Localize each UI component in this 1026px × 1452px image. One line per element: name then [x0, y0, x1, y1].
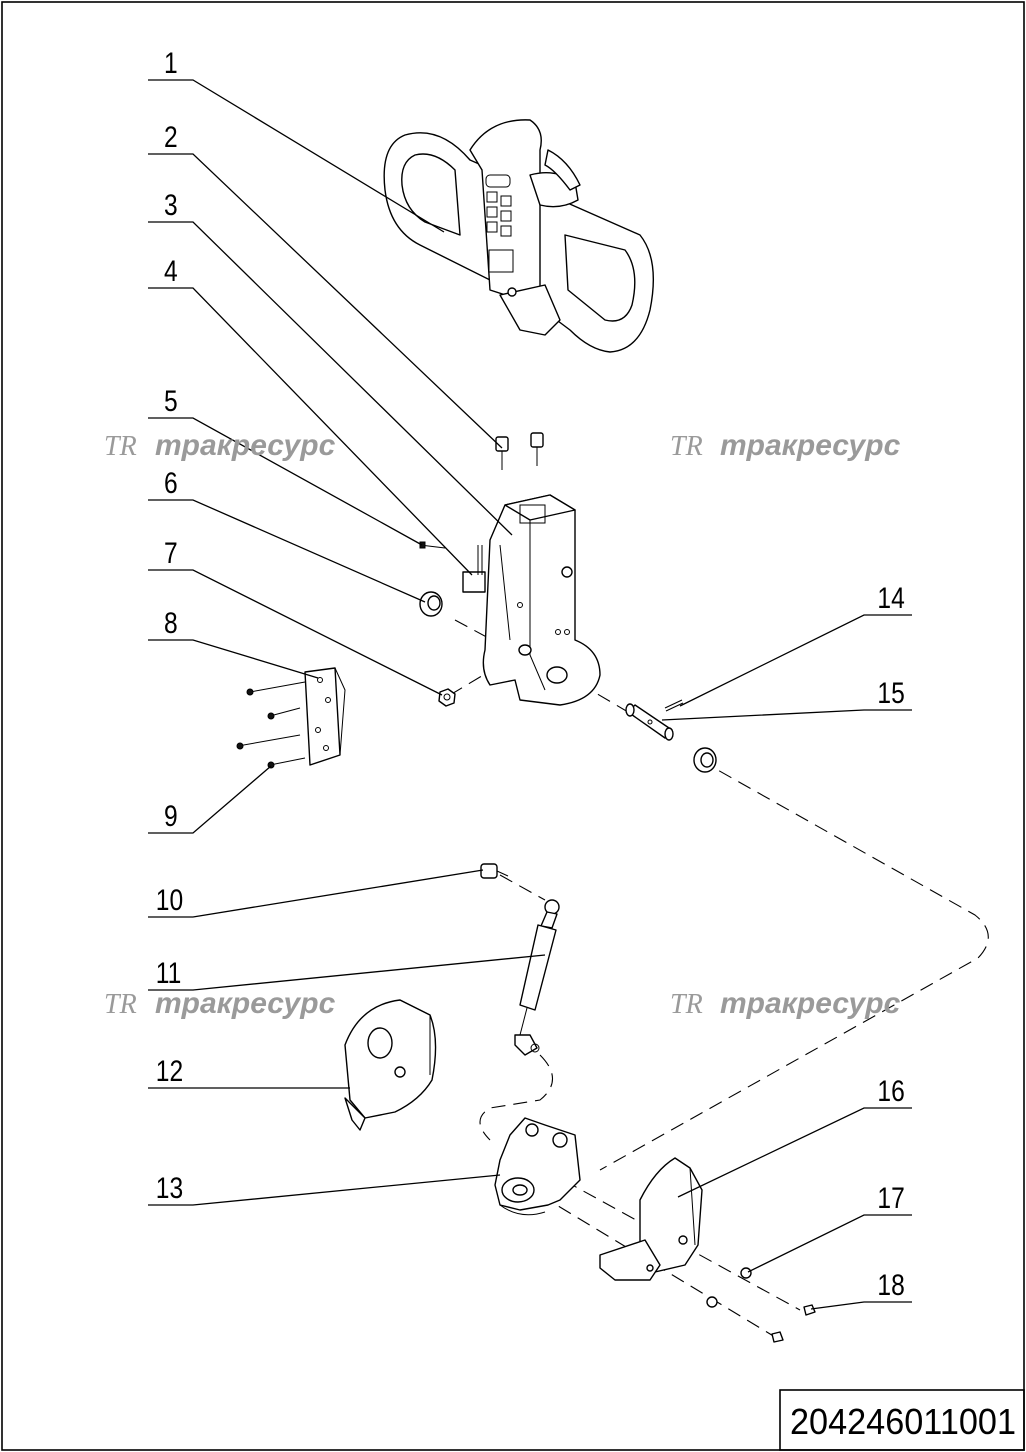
watermark-top-right: TR тракресурс	[670, 429, 901, 462]
part-cover-12	[344, 999, 437, 1131]
drawing-number: 204246011001	[790, 1401, 1016, 1442]
part-gas-spring	[514, 899, 560, 1056]
part-pins-5	[419, 541, 446, 549]
part-grommet-6	[419, 591, 443, 617]
callout-6: 6	[164, 466, 178, 500]
svg-text:тракресурс: тракресурс	[720, 987, 901, 1020]
part-fasteners	[706, 1267, 816, 1343]
svg-text:тракресурс: тракресурс	[155, 987, 336, 1020]
part-cover-16	[599, 1157, 703, 1281]
callout-9: 9	[164, 799, 178, 833]
callout-13: 13	[156, 1171, 183, 1205]
callout-1: 1	[164, 46, 178, 80]
callout-4: 4	[164, 254, 178, 288]
callout-15: 15	[877, 676, 904, 710]
part-screws-2	[495, 432, 544, 470]
watermark-bottom-left: TR тракресурс	[104, 987, 336, 1020]
part-switch	[462, 545, 486, 593]
callout-3: 3	[164, 188, 178, 222]
svg-text:TR: TR	[104, 431, 137, 462]
callout-5: 5	[164, 384, 178, 418]
svg-text:тракресурс: тракресурс	[720, 429, 901, 462]
callout-14: 14	[877, 581, 904, 615]
callout-2: 2	[164, 120, 178, 154]
part-hinge-block	[494, 1117, 581, 1216]
part-nut-7	[438, 688, 456, 707]
part-plate-8	[236, 667, 346, 769]
part-bracket	[482, 494, 601, 706]
part-pin-14	[664, 699, 684, 712]
callout-labels: 1 2 3 4 5 6 7 8 9 10 11 12 13 14 15 16 1…	[156, 46, 905, 1302]
callout-18: 18	[877, 1268, 904, 1302]
callout-17: 17	[877, 1181, 904, 1215]
callout-12: 12	[156, 1054, 183, 1088]
part-handle	[383, 119, 655, 353]
svg-text:TR: TR	[104, 989, 137, 1020]
leader-lines	[148, 79, 912, 1310]
svg-text:TR: TR	[670, 431, 703, 462]
callout-16: 16	[877, 1074, 904, 1108]
part-bushing	[693, 747, 717, 773]
watermark-bottom-right: TR тракресурс	[670, 987, 901, 1020]
part-bolt-10	[480, 863, 509, 879]
watermark-top-left: TR тракресурс	[104, 429, 336, 462]
part-shaft-15	[625, 703, 674, 741]
callout-7: 7	[164, 536, 178, 570]
svg-text:TR: TR	[670, 989, 703, 1020]
callout-8: 8	[164, 606, 178, 640]
callout-10: 10	[156, 883, 183, 917]
drawing-number-box: 204246011001	[779, 1389, 1025, 1451]
svg-text:тракресурс: тракресурс	[155, 429, 336, 462]
callout-11: 11	[156, 956, 182, 990]
